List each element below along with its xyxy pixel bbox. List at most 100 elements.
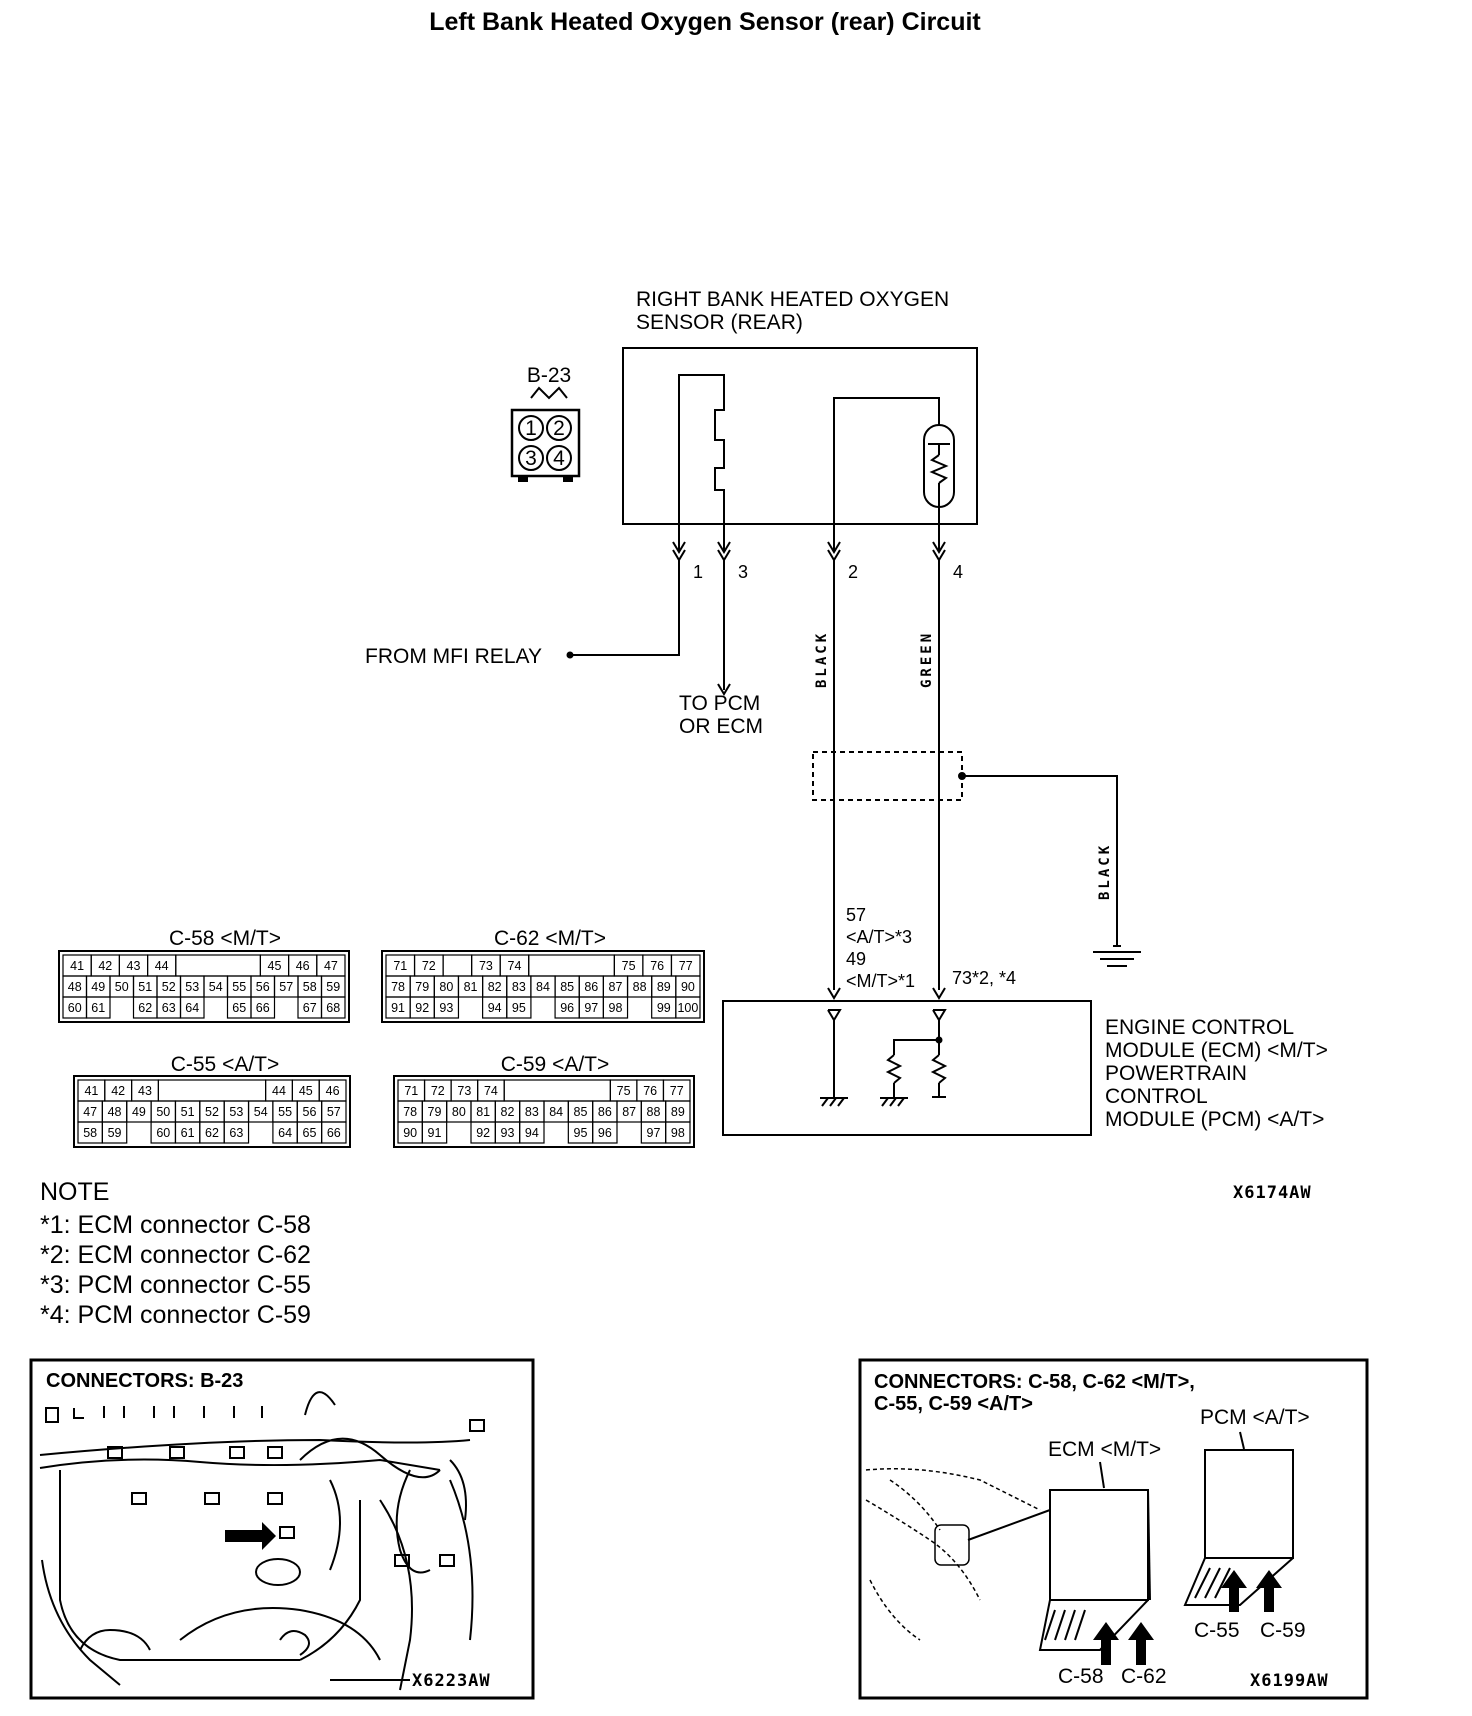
connector-pin-number: 59 — [108, 1126, 122, 1140]
connector-pin-number: 95 — [574, 1126, 588, 1140]
connector-pin-number: 80 — [439, 980, 453, 994]
c62-arrow-icon — [1128, 1622, 1154, 1665]
engine-bay-illustration — [39, 1391, 485, 1691]
b23-pin-3: 3 — [525, 447, 537, 470]
locator-c55-label: C-55 — [1194, 1619, 1240, 1642]
connector-pin-number: 72 — [431, 1084, 445, 1098]
connector-pin-number: 67 — [303, 1001, 317, 1015]
connector-cell — [665, 1121, 691, 1144]
connector-pin-number: 64 — [185, 1001, 199, 1015]
b23-pin-1: 1 — [525, 417, 537, 440]
locator-left-panel: CONNECTORS: B-23 — [29, 1358, 535, 1700]
connector-cell — [321, 1121, 347, 1144]
connector-pin-number: 86 — [598, 1105, 612, 1119]
note-item-3: *3: PCM connector C-55 — [40, 1271, 311, 1299]
connector-cell — [85, 996, 111, 1019]
connector-pin-number: 41 — [84, 1084, 98, 1098]
connector-table-title: C-62 <M/T> — [494, 927, 606, 950]
connector-pin-number: 74 — [484, 1084, 498, 1098]
connector-cell — [592, 1121, 618, 1144]
connector-gap — [175, 954, 262, 977]
connector-pin-number: 94 — [525, 1126, 539, 1140]
connector-pin-number: 45 — [268, 959, 282, 973]
connector-pin-number: 79 — [415, 980, 429, 994]
connector-pin-number: 46 — [326, 1084, 340, 1098]
connector-pin-number: 84 — [549, 1105, 563, 1119]
connector-pin-number: 51 — [181, 1105, 195, 1119]
note-item-4: *4: PCM connector C-59 — [40, 1301, 311, 1329]
connector-pin-number: 75 — [617, 1084, 631, 1098]
connector-pin-number: 92 — [415, 1001, 429, 1015]
from-relay-label: FROM MFI RELAY — [365, 645, 542, 668]
c55-arrow-icon — [1221, 1570, 1247, 1612]
connector-cell — [223, 1121, 250, 1144]
connector-pin-number: 64 — [278, 1126, 292, 1140]
connector-table-border — [73, 1075, 351, 1148]
connector-pin-number: 60 — [156, 1126, 170, 1140]
connector-pin-number: 90 — [681, 980, 695, 994]
connector-pin-number: 48 — [68, 980, 82, 994]
heater-element — [678, 374, 725, 550]
connector-pin-number: 58 — [303, 980, 317, 994]
connector-pin-number: 77 — [679, 959, 693, 973]
connector-pin-number: 60 — [68, 1001, 82, 1015]
connector-pin-number: 66 — [256, 1001, 270, 1015]
connector-gap — [157, 1079, 267, 1102]
module-label-line1: ENGINE CONTROL — [1105, 1016, 1294, 1039]
wire-color-black-pin2: BLACK — [814, 631, 830, 688]
connector-pin-number: 41 — [70, 959, 84, 973]
ecm-pin-49-note: <M/T>*1 — [846, 971, 915, 991]
connector-pin-number: 96 — [560, 1001, 574, 1015]
connector-pin-number: 49 — [132, 1105, 146, 1119]
module-box — [722, 1000, 1092, 1136]
connector-pin-number: 82 — [501, 1105, 515, 1119]
locator-right-panel: CONNECTORS: C-58, C-62 <M/T>, C-55, C-59… — [858, 1358, 1369, 1700]
to-pcm-line2: OR ECM — [679, 715, 763, 738]
connector-gap — [528, 954, 615, 977]
connector-pin-number: 75 — [622, 959, 636, 973]
connector-pin-number: 76 — [650, 959, 664, 973]
connector-pin-number: 53 — [229, 1105, 243, 1119]
locator-right-header-line2: C-55, C-59 <A/T> — [874, 1393, 1033, 1415]
module-label-line2: MODULE (ECM) <M/T> — [1105, 1039, 1328, 1062]
connector-pin-number: 57 — [279, 980, 293, 994]
connector-pin-number: 56 — [256, 980, 270, 994]
ecm-module-illustration — [1038, 1461, 1151, 1651]
connector-pin-number: 44 — [272, 1084, 286, 1098]
connector-cell — [101, 1121, 128, 1144]
sensing-element — [833, 397, 955, 550]
connector-table-title: C-58 <M/T> — [169, 927, 281, 950]
c59-arrow-icon — [1256, 1570, 1282, 1612]
connector-pin-number: 66 — [327, 1126, 341, 1140]
page-title: Left Bank Heated Oxygen Sensor (rear) Ci… — [429, 8, 981, 36]
connector-pin-number: 88 — [633, 980, 647, 994]
ecm-pin-57-note: <A/T>*3 — [846, 927, 912, 947]
connector-pin-number: 63 — [229, 1126, 243, 1140]
wire-color-green-pin4: GREEN — [919, 631, 935, 688]
connector-pin-number: 63 — [162, 1001, 176, 1015]
locator-pcm-label: PCM <A/T> — [1200, 1406, 1310, 1429]
locator-right-code: X6199AW — [1250, 1671, 1329, 1691]
connector-pin-number: 51 — [138, 980, 152, 994]
locator-left-code: X6223AW — [412, 1671, 491, 1691]
connector-pin-number: 78 — [391, 980, 405, 994]
connector-pin-number: 47 — [324, 959, 338, 973]
connector-table-border — [58, 950, 350, 1023]
connector-pin-number: 94 — [488, 1001, 502, 1015]
connector-cell — [433, 996, 460, 1019]
connector-pin-number: 91 — [428, 1126, 442, 1140]
connector-pin-number: 65 — [303, 1126, 317, 1140]
connector-pin-number: 97 — [647, 1126, 661, 1140]
connector-pin-number: 98 — [609, 1001, 623, 1015]
connector-pin-number: 56 — [303, 1105, 317, 1119]
connector-pin-number: 58 — [83, 1126, 97, 1140]
sensor-label-line2: SENSOR (REAR) — [636, 311, 803, 334]
connector-pin-number: 52 — [162, 980, 176, 994]
connector-pin-number: 87 — [622, 1105, 636, 1119]
connector-pin-number: 72 — [422, 959, 436, 973]
connector-pin-number: 93 — [501, 1126, 515, 1140]
note-heading: NOTE — [40, 1178, 109, 1206]
sensor-pin-1: 1 — [693, 562, 703, 582]
